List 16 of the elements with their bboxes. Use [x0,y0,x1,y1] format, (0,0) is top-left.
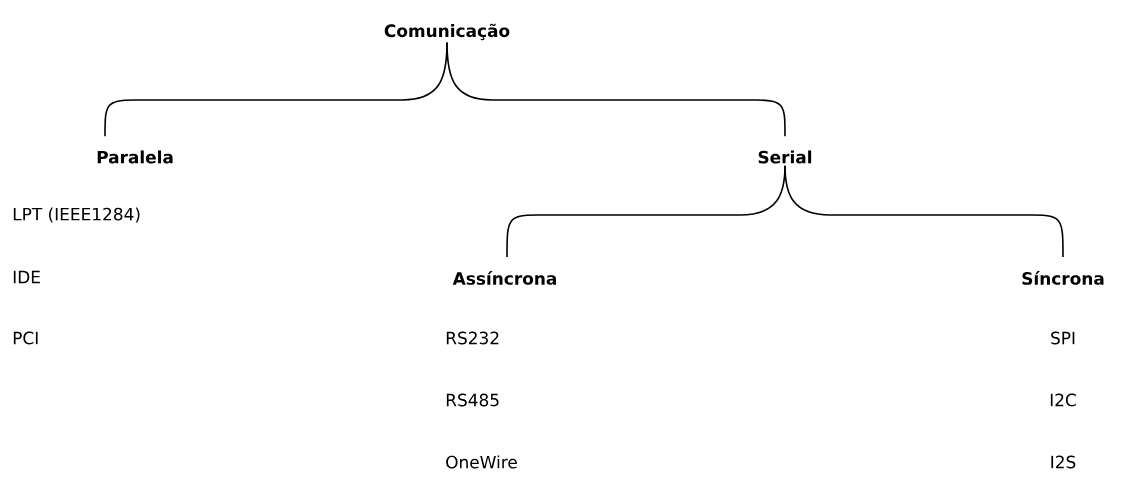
item-label: RS485 [446,393,499,407]
item-label: PCI [13,331,38,345]
item-label: SPI [1051,331,1075,345]
heading: Paralela [97,150,173,164]
item-label: RS232 [446,331,499,345]
heading: Assíncrona [452,271,556,285]
item-label: IDE [13,270,40,284]
heading: Comunicação [384,23,510,41]
item-label: OneWire [446,455,517,469]
heading: Serial [758,150,812,164]
item-label: LPT (IEEE1284) [13,207,140,223]
brace-line [446,41,786,138]
brace-line [784,164,1064,258]
item-label: I2S [1051,455,1076,469]
heading: Síncrona [1022,271,1104,285]
item-label: I2C [1050,393,1076,407]
